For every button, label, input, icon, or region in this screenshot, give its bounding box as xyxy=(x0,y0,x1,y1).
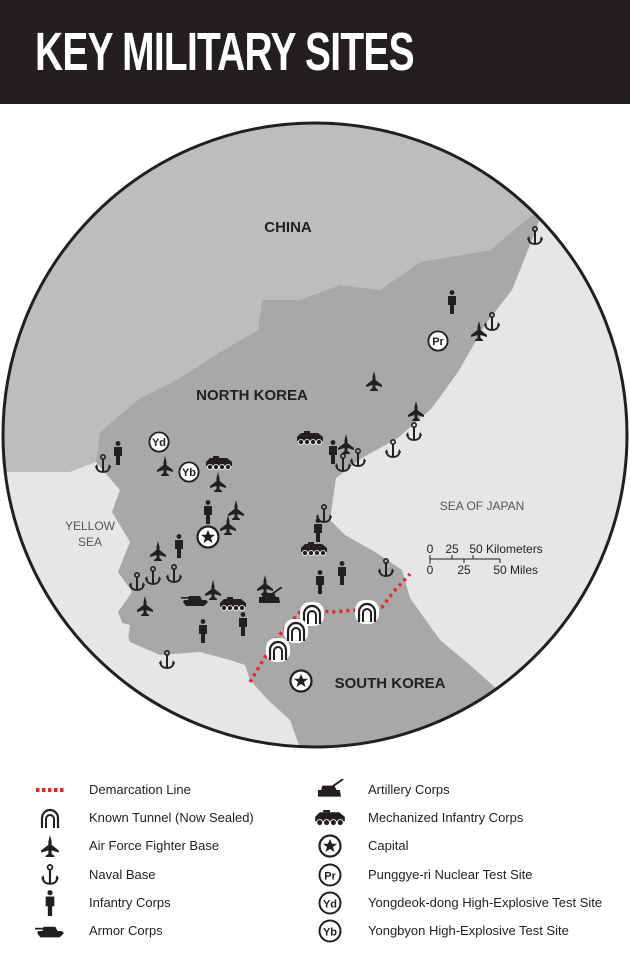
badge-yb-text: Yb xyxy=(182,467,196,479)
legend-label: Artillery Corps xyxy=(368,782,450,797)
badge-yongdeok-dong: Yd xyxy=(148,431,170,453)
map-tunnel-icon xyxy=(266,638,290,662)
label-china: CHINA xyxy=(264,219,312,236)
china-landmass xyxy=(3,123,627,472)
badge-punggye-ri: Pr xyxy=(427,330,449,352)
legend-artillery-icon xyxy=(315,778,345,802)
legend-fighter-jet-icon xyxy=(35,834,65,858)
map-tunnel-icon xyxy=(284,619,308,643)
scale-km-unit: Kilometers xyxy=(486,542,543,556)
scale-km-25: 25 xyxy=(445,542,459,556)
legend-label: Mechanized Infantry Corps xyxy=(368,810,524,825)
legend-label: Demarcation Line xyxy=(89,782,191,797)
map-capital-star-icon xyxy=(289,669,313,693)
badge-yongbyon: Yb xyxy=(178,461,200,483)
scale-bar: 0 25 50 Kilometers 0 25 50 Miles xyxy=(427,542,543,577)
legend-badge-yd-icon: Yd xyxy=(315,891,345,915)
island-water xyxy=(110,620,130,642)
scale-mi-25: 25 xyxy=(457,563,471,577)
label-north-korea: NORTH KOREA xyxy=(196,387,308,404)
label-yellow-sea-2: SEA xyxy=(78,535,102,549)
map-tunnel-icon xyxy=(355,600,379,624)
legend-label: Armor Corps xyxy=(89,923,163,938)
legend-label: Naval Base xyxy=(89,867,156,882)
map-circle-border xyxy=(1,121,629,749)
legend-label: Air Force Fighter Base xyxy=(89,838,220,853)
scale-km-50: 50 xyxy=(469,542,483,556)
legend-label: Infantry Corps xyxy=(89,895,171,910)
legend-badge-pr-icon: Pr xyxy=(315,863,345,887)
legend-label: Known Tunnel (Now Sealed) xyxy=(89,810,254,825)
legend-anchor-icon xyxy=(35,863,65,887)
scale-mi-50: 50 xyxy=(493,563,507,577)
legend-badge-yb-icon: Yb xyxy=(315,919,345,943)
scale-km-0: 0 xyxy=(427,542,434,556)
legend-demarcation-line xyxy=(35,778,65,802)
header-bar: KEY MILITARY SITES xyxy=(0,0,630,104)
scale-mi-0: 0 xyxy=(427,563,434,577)
scale-mi-unit: Miles xyxy=(510,563,538,577)
label-south-korea: SOUTH KOREA xyxy=(335,675,446,692)
badge-yd-text: Yd xyxy=(152,437,166,449)
badge-pr-text: Pr xyxy=(432,336,444,348)
label-sea-of-japan: SEA OF JAPAN xyxy=(440,499,524,513)
legend-capital-star-icon xyxy=(315,834,345,858)
legend-label: Yongbyon High-Explosive Test Site xyxy=(368,923,569,938)
legend-label: Capital xyxy=(368,838,409,853)
legend-infantry-icon xyxy=(35,890,65,916)
legend-label: Yongdeok-dong High-Explosive Test Site xyxy=(368,895,603,910)
legend-badge-text: Yd xyxy=(323,899,337,911)
label-yellow-sea: YELLOW xyxy=(65,519,116,533)
legend-label: Punggye-ri Nuclear Test Site xyxy=(368,867,533,882)
page-title: KEY MILITARY SITES xyxy=(35,22,415,82)
legend-badge-text: Pr xyxy=(324,871,336,883)
legend-tank-icon xyxy=(35,919,65,943)
legend-badge-text: Yb xyxy=(323,927,337,939)
legend-tunnel-icon xyxy=(35,806,65,830)
map-capital-star-icon xyxy=(196,525,220,549)
legend-armored-vehicle-icon xyxy=(314,806,346,830)
